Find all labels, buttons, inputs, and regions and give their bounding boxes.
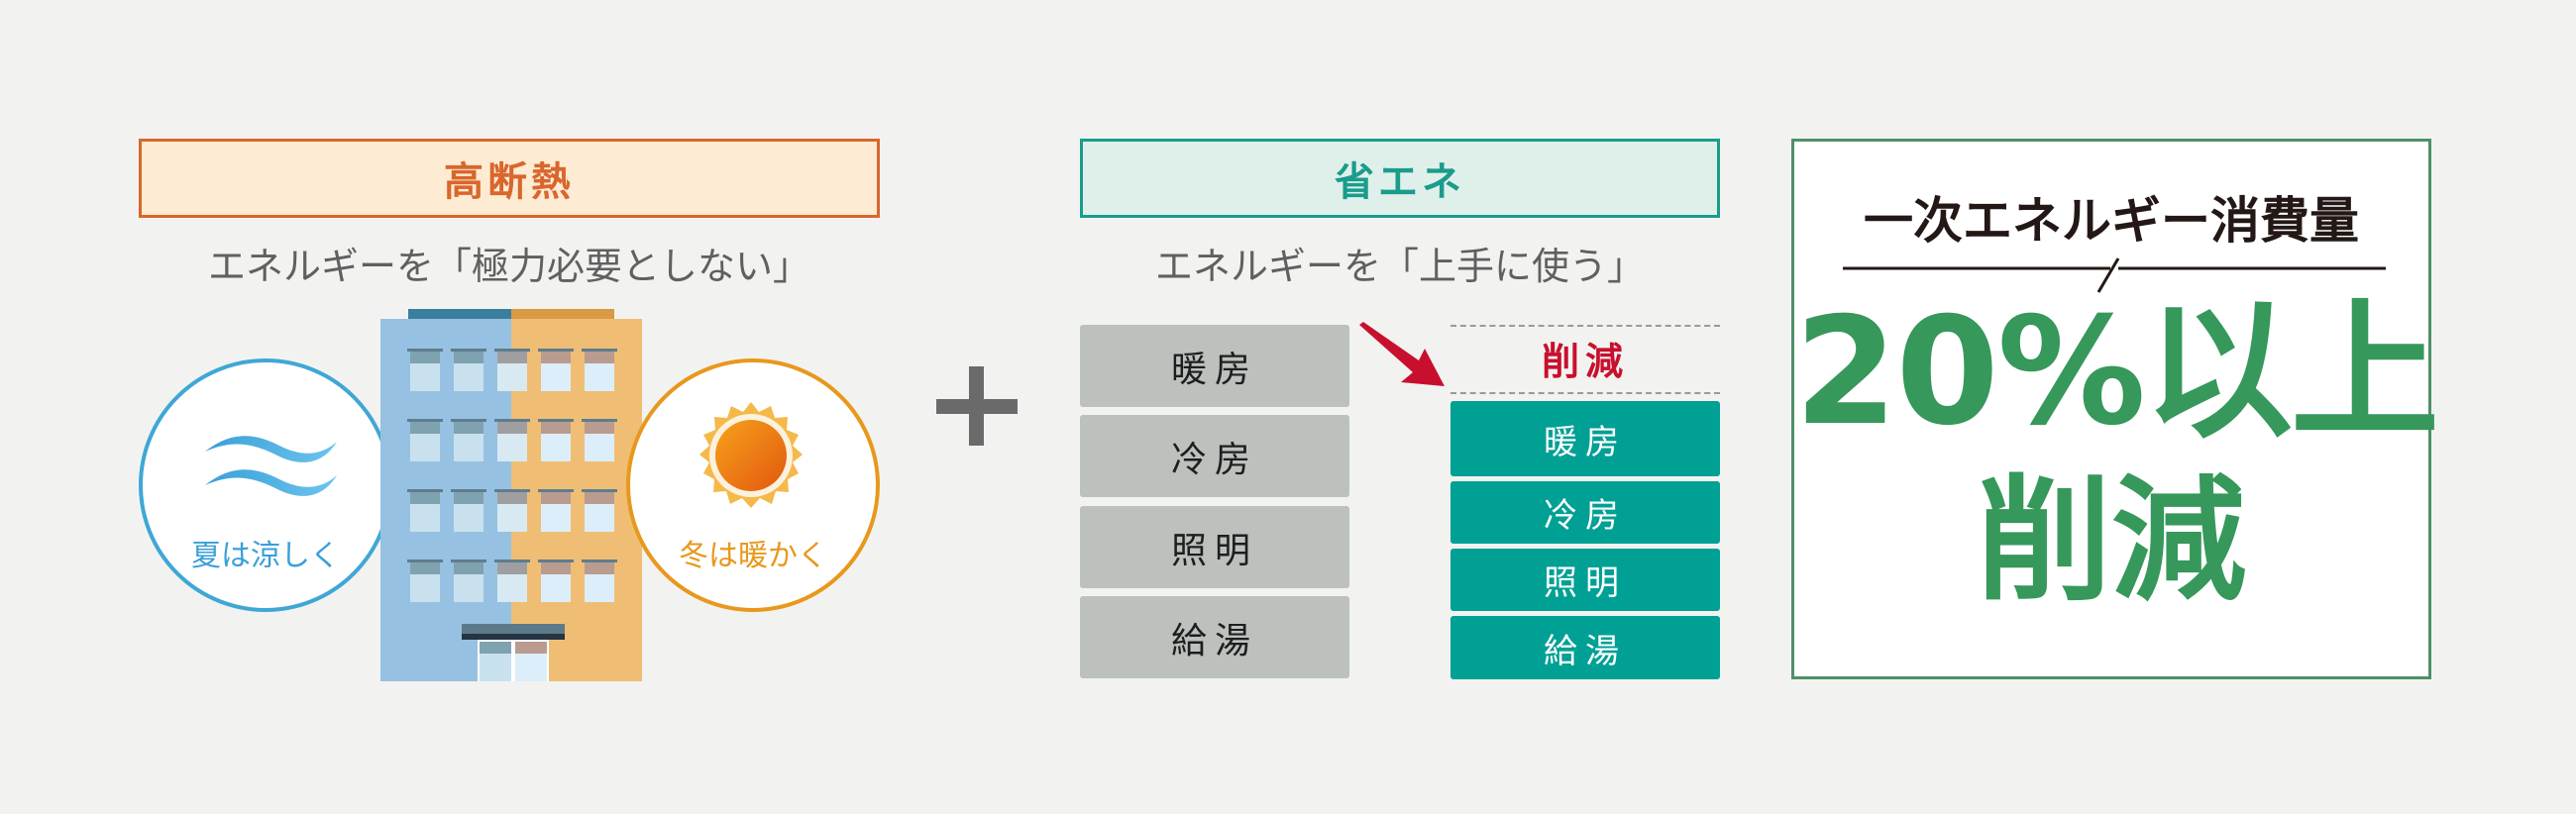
after-item-lighting: 照明 <box>1450 549 1720 611</box>
insulation-subtitle: エネルギーを「極力必要としない」 <box>207 245 810 288</box>
building-icon <box>380 309 642 681</box>
summer-circle: 夏は涼しく <box>139 358 392 612</box>
arrow-down-right-icon <box>1359 322 1445 386</box>
winter-circle: 冬は暖かく <box>626 358 880 612</box>
reduction-top-divider <box>1450 325 1720 327</box>
insulation-header-label: 高断熱 <box>444 159 575 205</box>
energy-saving-subtitle: エネルギーを「上手に使う」 <box>1154 245 1645 288</box>
before-item-lighting: 照明 <box>1080 506 1349 588</box>
reduction-label: 削減 <box>1541 340 1629 383</box>
after-item-hot-water: 給湯 <box>1450 616 1720 679</box>
after-item-heating: 暖房 <box>1450 401 1720 476</box>
before-item-cooling: 冷房 <box>1080 415 1349 497</box>
result-value-suffix: 削減 <box>1977 463 2246 620</box>
sun-icon <box>699 402 803 508</box>
summer-label: 夏は涼しく <box>191 539 340 573</box>
before-item-heating: 暖房 <box>1080 325 1349 407</box>
plus-icon-vertical <box>969 366 984 446</box>
result-title: 一次エネルギー消費量 <box>1864 192 2359 250</box>
energy-saving-header-label: 省エネ <box>1335 159 1465 205</box>
insulation-header: 高断熱 <box>139 139 880 218</box>
wind-waves-icon <box>205 436 337 496</box>
after-item-cooling: 冷房 <box>1450 481 1720 544</box>
reduction-bottom-divider <box>1450 392 1720 394</box>
speech-divider <box>1843 257 2386 293</box>
before-item-hot-water: 給湯 <box>1080 596 1349 678</box>
result-panel: 一次エネルギー消費量 20%以上 削減 <box>1791 139 2439 679</box>
winter-label: 冬は暖かく <box>679 539 827 573</box>
result-value: 20%以上 <box>1794 286 2439 458</box>
energy-saving-header: 省エネ <box>1080 139 1720 218</box>
